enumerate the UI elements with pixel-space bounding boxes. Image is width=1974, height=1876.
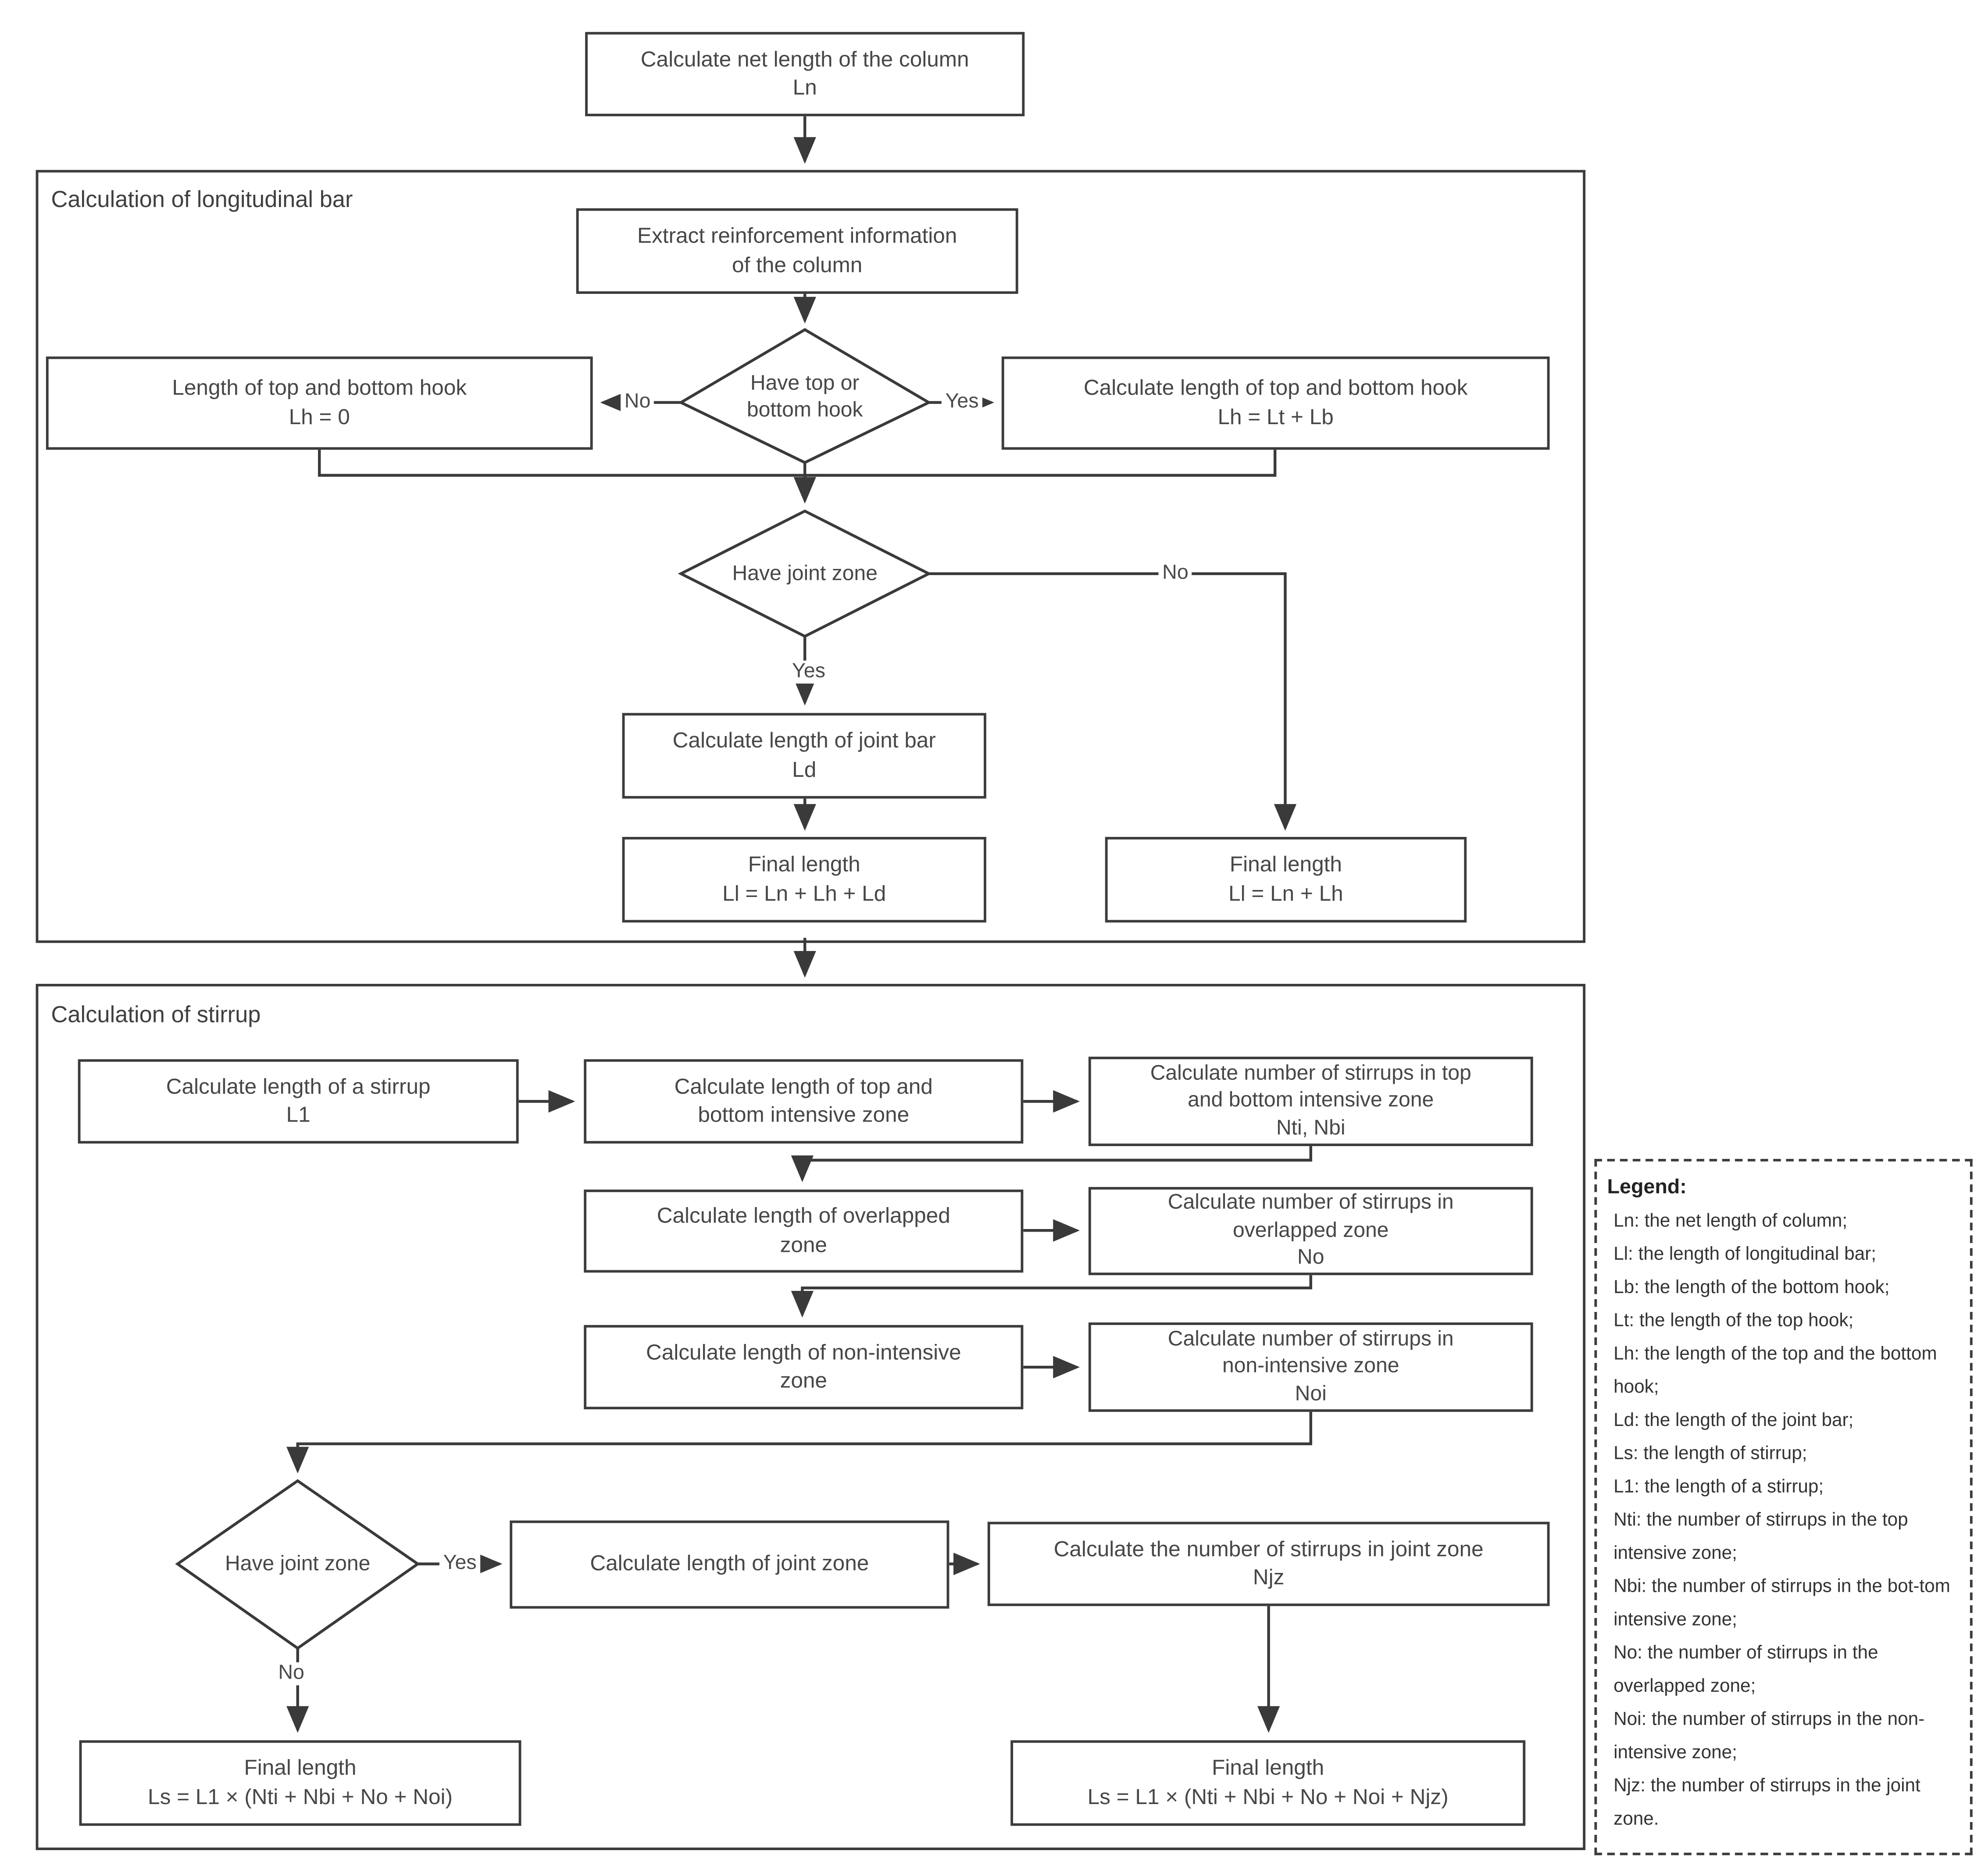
legend-item: Lb: the length of the bottom hook; xyxy=(1613,1278,1890,1298)
node-extract-info: Extract reinforcement information of the… xyxy=(576,208,1018,294)
section-stirrup xyxy=(36,984,1586,1851)
node-joint-zone-length: Calculate length of joint zone xyxy=(510,1520,950,1609)
node-text: Final length xyxy=(1229,853,1342,877)
edge-label-no: No xyxy=(621,391,655,414)
no-path-to-final xyxy=(928,572,1297,831)
connector-row2-row3 xyxy=(791,1275,1312,1318)
join-line-hooks xyxy=(318,450,1277,477)
decision-diamonds xyxy=(175,328,932,1650)
node-text: No xyxy=(1297,1246,1324,1269)
legend-item: Ls: the length of stirrup; xyxy=(1613,1444,1807,1465)
node-text: Calculate length of overlapped xyxy=(657,1204,950,1229)
node-text: bottom hook xyxy=(746,399,863,422)
node-text: Ln xyxy=(792,75,817,100)
node-final-stirrup-joint: Final length Ls = L1 × (Nti + Nbi + No +… xyxy=(1010,1740,1526,1826)
node-joint-bar: Calculate length of joint bar Ld xyxy=(622,713,986,799)
node-text: Lh = 0 xyxy=(289,404,350,429)
decision-have-joint-zone1-shape xyxy=(678,509,932,638)
node-text: Noi xyxy=(1295,1382,1327,1405)
node-text: Njz xyxy=(1253,1565,1285,1590)
node-text: Length of top and bottom hook xyxy=(172,376,467,400)
node-text: Ls = L1 × (Nti + Nbi + No + Noi) xyxy=(148,1784,453,1809)
legend-item: Njz: the number of stirrups in the joint… xyxy=(1613,1776,1920,1830)
node-text: Calculate length of non-intensive xyxy=(646,1340,961,1365)
node-text: Calculate length of top and xyxy=(674,1074,933,1099)
node-text: Calculate length of top and bottom hook xyxy=(1083,376,1468,400)
node-stirrup-length: Calculate length of a stirrup L1 xyxy=(78,1059,519,1144)
node-text: Lh = Lt + Lb xyxy=(1217,404,1334,429)
node-net-length: Calculate net length of the column Ln xyxy=(585,32,1025,117)
legend-title: Legend: xyxy=(1607,1176,1687,1199)
section-stirrup-label: Calculation of stirrup xyxy=(51,1001,261,1028)
node-text: Calculate number of stirrups in xyxy=(1167,1191,1454,1215)
node-overlapped-count: Calculate number of stirrups in overlapp… xyxy=(1088,1187,1533,1276)
node-text: Have top or xyxy=(750,372,860,395)
connector-row1-row2 xyxy=(791,1146,1312,1183)
legend-item: Lh: the length of the top and the bottom… xyxy=(1613,1344,1937,1398)
legend-item: No: the number of stirrups in the overla… xyxy=(1613,1643,1878,1697)
legend-item: Lt: the length of the top hook; xyxy=(1613,1311,1854,1332)
node-text: Ll = Ln + Lh + Ld xyxy=(722,881,886,905)
node-text: and bottom intensive zone xyxy=(1188,1089,1434,1112)
node-intensive-length: Calculate length of top and bottom inten… xyxy=(584,1059,1024,1144)
node-text: Calculate number of stirrups in top xyxy=(1150,1061,1471,1085)
node-text: Calculate number of stirrups in xyxy=(1167,1327,1454,1351)
node-text: Have joint zone xyxy=(732,562,878,586)
section-longitudinal-bar xyxy=(36,170,1586,943)
node-text: Nti, Nbi xyxy=(1276,1116,1346,1140)
node-hook-calc: Calculate length of top and bottom hook … xyxy=(1001,356,1550,450)
node-text: of the column xyxy=(732,252,863,277)
decision-joint-zone2-label: Have joint zone xyxy=(178,1551,418,1578)
node-final-stirrup-nojoint: Final length Ls = L1 × (Nti + Nbi + No +… xyxy=(79,1740,521,1826)
node-text: L1 xyxy=(286,1102,311,1127)
decision-have-hook-shape xyxy=(678,328,932,465)
node-hook-zero: Length of top and bottom hook Lh = 0 xyxy=(46,356,593,450)
edge-label-no: No xyxy=(274,1662,308,1686)
node-text: bottom intensive zone xyxy=(698,1102,910,1127)
legend-item: Nbi: the number of stirrups in the bot-t… xyxy=(1613,1576,1950,1630)
node-text: Calculate length of joint zone xyxy=(590,1551,869,1576)
node-text: Ld xyxy=(792,757,817,782)
node-text: zone xyxy=(780,1232,827,1257)
node-text: Final length xyxy=(244,1756,357,1780)
decision-have-joint-zone2-shape xyxy=(175,1479,421,1650)
node-text: Ls = L1 × (Nti + Nbi + No + Noi + Njz) xyxy=(1087,1784,1449,1809)
node-text: Calculate net length of the column xyxy=(640,47,969,71)
node-intensive-count: Calculate number of stirrups in top and … xyxy=(1088,1057,1533,1146)
node-text: non-intensive zone xyxy=(1222,1354,1399,1378)
edge-label-yes: Yes xyxy=(439,1552,481,1576)
edge-label-no: No xyxy=(1158,562,1192,586)
node-text: Final length xyxy=(1212,1756,1324,1780)
legend-item: Ll: the length of longitudinal bar; xyxy=(1613,1244,1876,1265)
node-text: Extract reinforcement information xyxy=(637,224,957,249)
node-final-longitudinal-joint: Final length Ll = Ln + Lh + Ld xyxy=(622,837,986,923)
edge-label-yes: Yes xyxy=(788,661,829,684)
edge-label-yes: Yes xyxy=(941,391,983,414)
legend-item: Nti: the number of stirrups in the top i… xyxy=(1613,1510,1908,1564)
node-overlapped-length: Calculate length of overlapped zone xyxy=(584,1190,1024,1273)
connector-row3-decision xyxy=(286,1411,1312,1474)
node-text: zone xyxy=(780,1368,827,1393)
decision-have-hook-label: Have top or bottom hook xyxy=(681,371,929,425)
node-text: Calculate length of joint bar xyxy=(672,729,936,753)
decision-joint-zone1-label: Have joint zone xyxy=(681,561,929,588)
node-joint-zone-count: Calculate the number of stirrups in join… xyxy=(987,1522,1550,1606)
node-text: Calculate the number of stirrups in join… xyxy=(1053,1537,1484,1562)
node-nonintensive-count: Calculate number of stirrups in non-inte… xyxy=(1088,1322,1533,1412)
legend-item: L1: the length of a stirrup; xyxy=(1613,1477,1824,1498)
node-text: Final length xyxy=(748,853,860,877)
node-final-longitudinal-nojoint: Final length Ll = Ln + Lh xyxy=(1105,837,1467,923)
legend-item: Noi: the number of stirrups in the non-i… xyxy=(1613,1709,1925,1763)
node-text: Have joint zone xyxy=(225,1552,371,1576)
node-text: overlapped zone xyxy=(1232,1219,1389,1242)
node-text: Calculate length of a stirrup xyxy=(166,1074,431,1099)
legend-item: Ln: the net length of column; xyxy=(1613,1211,1848,1232)
legend-item: Ld: the length of the joint bar; xyxy=(1613,1410,1854,1431)
node-nonintensive-length: Calculate length of non-intensive zone xyxy=(584,1325,1024,1410)
legend-box: Legend: Ln: the net length of column; Ll… xyxy=(1594,1159,1973,1855)
section-longitudinal-bar-label: Calculation of longitudinal bar xyxy=(51,186,353,212)
node-text: Ll = Ln + Lh xyxy=(1228,881,1343,905)
